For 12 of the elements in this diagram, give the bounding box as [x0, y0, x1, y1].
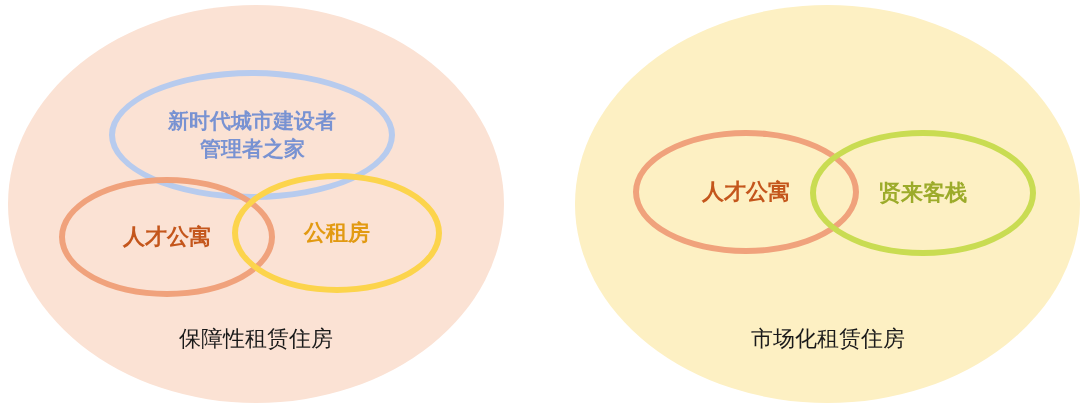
- venn-ellipse: [810, 130, 1036, 256]
- set-label: 人才公寓: [123, 223, 211, 252]
- category-label: 保障性租赁住房: [179, 325, 333, 354]
- set-label: 公租房: [304, 219, 370, 248]
- set-label: 贤来客栈: [879, 179, 967, 208]
- category-label: 市场化租赁住房: [750, 325, 905, 354]
- venn-ellipse: [109, 70, 395, 200]
- venn-ellipse: [59, 177, 275, 297]
- venn-ellipse: [633, 130, 859, 254]
- set-label: 新时代城市建设者管理者之家: [167, 107, 337, 163]
- set-label: 人才公寓: [702, 178, 790, 207]
- venn-ellipse: [232, 173, 442, 293]
